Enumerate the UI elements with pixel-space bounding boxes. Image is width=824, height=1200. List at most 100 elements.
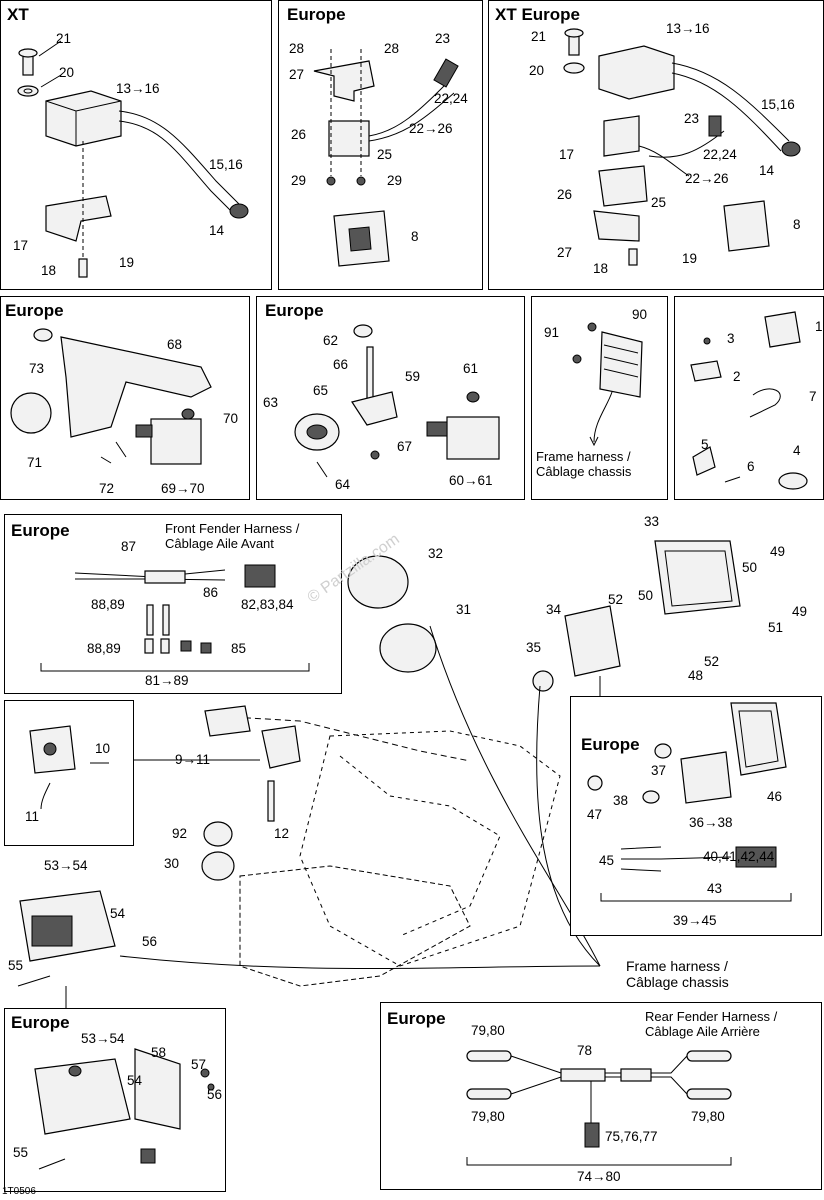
part-label: 36→38 bbox=[689, 815, 733, 830]
part-label: 33 bbox=[644, 514, 660, 529]
part-label: 27 bbox=[289, 67, 305, 82]
part-label: 15,16 bbox=[209, 157, 243, 172]
panel-title: Europe bbox=[581, 735, 640, 754]
part-label: 19 bbox=[682, 251, 698, 266]
panel-xt: XT 21 20 13→16 15,16 14 17 18 19 bbox=[0, 0, 272, 290]
panel-rear-fender: Europe Rear Fender Harness / Câblage Ail… bbox=[380, 1002, 822, 1190]
part-label: 14 bbox=[759, 163, 775, 178]
part-label: 60→61 bbox=[449, 473, 493, 488]
part-label: 92 bbox=[172, 826, 188, 841]
part-label: 66 bbox=[333, 357, 349, 372]
part-label: 74→80 bbox=[577, 1169, 621, 1184]
part-label: 28 bbox=[384, 41, 400, 56]
part-label: 22,24 bbox=[434, 91, 468, 106]
part-label: 2 bbox=[733, 369, 741, 384]
part-label: 61 bbox=[463, 361, 479, 376]
part-label: 63 bbox=[263, 395, 279, 410]
part-label: 13→16 bbox=[116, 81, 160, 96]
part-label: 64 bbox=[335, 477, 351, 492]
part-label: 21 bbox=[56, 31, 72, 46]
part-label: 27 bbox=[557, 245, 573, 260]
part-label: 20 bbox=[529, 63, 545, 78]
panel-europe-relay: Europe 28 28 27 23 22,24 22→26 26 25 29 … bbox=[278, 0, 483, 290]
part-label: 50 bbox=[742, 560, 758, 575]
part-label: 38 bbox=[613, 793, 629, 808]
part-label: 14 bbox=[209, 223, 225, 238]
part-label: 79,80 bbox=[691, 1109, 725, 1124]
part-label: 81→89 bbox=[145, 673, 189, 688]
part-label: 29 bbox=[291, 173, 307, 188]
clips-drawing bbox=[690, 311, 808, 490]
panel-clips: 1 3 2 7 5 4 6 bbox=[674, 296, 824, 500]
part-label: 25 bbox=[377, 147, 393, 162]
part-label: 40,41,42,44 bbox=[703, 849, 775, 864]
part-label: 55 bbox=[8, 958, 24, 973]
panel-title: Europe bbox=[11, 521, 70, 540]
part-label: 23 bbox=[435, 31, 451, 46]
part-label: 22,24 bbox=[703, 147, 737, 162]
panel-title: Europe bbox=[5, 301, 64, 320]
part-label: 50 bbox=[638, 588, 654, 603]
part-label: 43 bbox=[707, 881, 723, 896]
part-label: 8 bbox=[411, 229, 419, 244]
part-label: 17 bbox=[13, 238, 29, 253]
rear-fender-drawing bbox=[466, 1050, 732, 1166]
part-label: 52 bbox=[704, 654, 720, 669]
panel-title: XT bbox=[7, 5, 29, 24]
part-label: 54 bbox=[110, 906, 126, 921]
footer-code: 1T0506 bbox=[2, 1186, 36, 1197]
part-label: 37 bbox=[651, 763, 667, 778]
panel-regulator: 91 90 Frame harness / Câblage chassis bbox=[531, 296, 668, 500]
part-label: 23 bbox=[684, 111, 700, 126]
part-label: 8 bbox=[793, 217, 801, 232]
part-label: 88,89 bbox=[87, 641, 121, 656]
part-label: 49 bbox=[792, 604, 808, 619]
panel-xt-europe: XT Europe 21 13→16 20 15,16 23 17 22,24 … bbox=[488, 0, 824, 290]
europe-headlight-drawing bbox=[587, 702, 792, 902]
part-label: 71 bbox=[27, 455, 43, 470]
front-fender-drawing bbox=[40, 564, 310, 672]
part-label: 10 bbox=[95, 741, 111, 756]
part-label: 45 bbox=[599, 853, 615, 868]
panel-europe-light: Europe 62 66 61 59 65 63 67 64 60→61 bbox=[256, 296, 525, 500]
panel-europe-headlight: Europe 37 46 38 47 36→38 45 40,41,42,44 … bbox=[570, 696, 822, 936]
part-label: 68 bbox=[167, 337, 183, 352]
europe-relay-drawing bbox=[313, 49, 459, 267]
part-label: 53→54 bbox=[81, 1031, 125, 1046]
part-label: 17 bbox=[559, 147, 575, 162]
part-label: 25 bbox=[651, 195, 667, 210]
part-label: 51 bbox=[768, 620, 784, 635]
harness-caption: Front Fender Harness / Câblage Aile Avan… bbox=[165, 521, 300, 551]
switch-drawing bbox=[29, 725, 109, 810]
part-label: 48 bbox=[688, 668, 704, 683]
part-label: 59 bbox=[405, 369, 421, 384]
part-label: 20 bbox=[59, 65, 75, 80]
part-label: 19 bbox=[119, 255, 135, 270]
part-label: 79,80 bbox=[471, 1023, 505, 1038]
part-label: 4 bbox=[793, 443, 801, 458]
part-label: 18 bbox=[593, 261, 609, 276]
part-label: 18 bbox=[41, 263, 57, 278]
part-label: 62 bbox=[323, 333, 339, 348]
part-label: 52 bbox=[608, 592, 624, 607]
part-label: 15,16 bbox=[761, 97, 795, 112]
part-label: 49 bbox=[770, 544, 786, 559]
panel-title: Europe bbox=[387, 1009, 446, 1028]
part-label: 47 bbox=[587, 807, 603, 822]
frame-harness-caption: Frame harness / Câblage chassis bbox=[626, 958, 729, 990]
part-label: 57 bbox=[191, 1057, 207, 1072]
part-label: 85 bbox=[231, 641, 247, 656]
panel-title: XT Europe bbox=[495, 5, 581, 24]
part-label: 35 bbox=[526, 640, 542, 655]
part-label: 13→16 bbox=[666, 21, 710, 36]
part-label: 5 bbox=[701, 437, 709, 452]
panel-front-fender: Europe Front Fender Harness / Câblage Ai… bbox=[4, 514, 342, 694]
part-label: 11 bbox=[25, 809, 40, 824]
part-label: 58 bbox=[151, 1045, 167, 1060]
part-label: 79,80 bbox=[471, 1109, 505, 1124]
part-label: 73 bbox=[29, 361, 45, 376]
panel-switch: 10 11 bbox=[4, 700, 134, 846]
part-label: 72 bbox=[99, 481, 115, 496]
part-label: 67 bbox=[397, 439, 413, 454]
frame-harness-caption: Frame harness / Câblage chassis bbox=[536, 449, 632, 479]
